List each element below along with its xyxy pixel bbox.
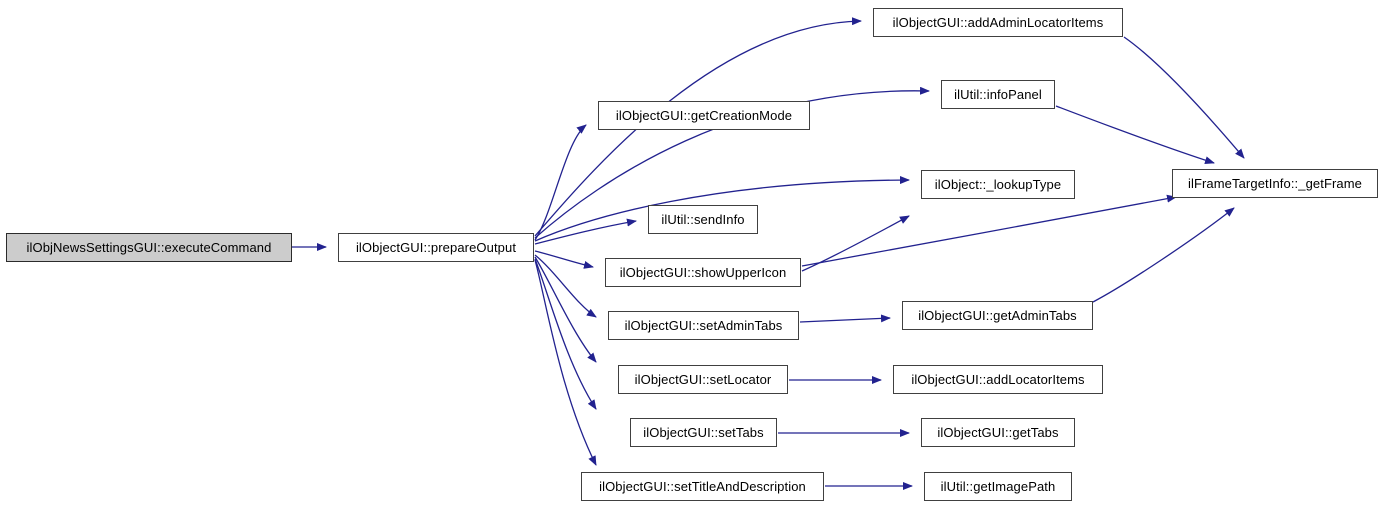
graph-node-label: ilFrameTargetInfo::_getFrame (1187, 176, 1363, 191)
graph-edge-getAdminTabs-to-getFrame (1092, 207, 1235, 303)
graph-node-prepareOutput[interactable]: ilObjectGUI::prepareOutput (338, 233, 534, 262)
graph-node-label: ilObjectGUI::setTabs (643, 425, 764, 440)
graph-node-label: ilObjectGUI::setAdminTabs (624, 318, 783, 333)
graph-node-label: ilUtil::infoPanel (954, 87, 1042, 102)
graph-node-label: ilObjectGUI::getCreationMode (615, 108, 793, 123)
graph-node-addLocatorItems[interactable]: ilObjectGUI::addLocatorItems (893, 365, 1103, 394)
graph-node-label: ilObjectGUI::getTabs (937, 425, 1059, 440)
graph-edge-prepareOutput-to-setTitleAndDescription (534, 259, 597, 466)
graph-edge-prepareOutput-to-setTabs (534, 258, 597, 410)
graph-node-infoPanel[interactable]: ilUtil::infoPanel (941, 80, 1055, 109)
graph-node-sendInfo[interactable]: ilUtil::sendInfo (648, 205, 758, 234)
graph-node-lookupType[interactable]: ilObject::_lookupType (921, 170, 1075, 199)
graph-node-showUpperIcon[interactable]: ilObjectGUI::showUpperIcon (605, 258, 801, 287)
graph-edge-prepareOutput-to-sendInfo (534, 218, 637, 245)
graph-edge-prepareOutput-to-setLocator (534, 256, 597, 363)
graph-node-label: ilUtil::getImagePath (940, 479, 1056, 494)
graph-edge-infoPanel-to-getFrame (1055, 105, 1215, 165)
graph-node-label: ilUtil::sendInfo (661, 212, 745, 227)
graph-node-setLocator[interactable]: ilObjectGUI::setLocator (618, 365, 788, 394)
graph-node-label: ilObjectGUI::getAdminTabs (918, 308, 1077, 323)
graph-edge-showUpperIcon-to-getFrame (801, 194, 1177, 267)
graph-node-label: ilObjectGUI::setLocator (634, 372, 772, 387)
graph-node-label: ilObjNewsSettingsGUI::executeCommand (26, 240, 272, 255)
graph-edge-prepareOutput-to-setAdminTabs (534, 254, 597, 318)
graph-edge-showUpperIcon-to-lookupType (801, 215, 910, 272)
graph-node-setAdminTabs[interactable]: ilObjectGUI::setAdminTabs (608, 311, 799, 340)
graph-node-getCreationMode[interactable]: ilObjectGUI::getCreationMode (598, 101, 810, 130)
graph-node-getFrame[interactable]: ilFrameTargetInfo::_getFrame (1172, 169, 1378, 198)
graph-edge-prepareOutput-to-getCreationMode (534, 124, 587, 241)
graph-node-addAdminLocatorItems[interactable]: ilObjectGUI::addAdminLocatorItems (873, 8, 1123, 37)
graph-edge-addAdminLocatorItems-to-getFrame (1123, 36, 1245, 159)
graph-node-label: ilObjectGUI::setTitleAndDescription (599, 479, 806, 494)
graph-node-setTitleAndDescription[interactable]: ilObjectGUI::setTitleAndDescription (581, 472, 824, 501)
graph-edge-prepareOutput-to-showUpperIcon (534, 250, 594, 269)
graph-node-label: ilObject::_lookupType (934, 177, 1062, 192)
graph-node-label: ilObjectGUI::prepareOutput (355, 240, 517, 255)
graph-node-getImagePath[interactable]: ilUtil::getImagePath (924, 472, 1072, 501)
graph-edge-setAdminTabs-to-getAdminTabs (799, 314, 891, 323)
graph-node-executeCommand[interactable]: ilObjNewsSettingsGUI::executeCommand (6, 233, 292, 262)
graph-node-getTabs[interactable]: ilObjectGUI::getTabs (921, 418, 1075, 447)
graph-node-label: ilObjectGUI::addLocatorItems (911, 372, 1085, 387)
graph-node-setTabs[interactable]: ilObjectGUI::setTabs (630, 418, 777, 447)
graph-node-label: ilObjectGUI::showUpperIcon (619, 265, 787, 280)
graph-node-getAdminTabs[interactable]: ilObjectGUI::getAdminTabs (902, 301, 1093, 330)
graph-node-label: ilObjectGUI::addAdminLocatorItems (892, 15, 1104, 30)
